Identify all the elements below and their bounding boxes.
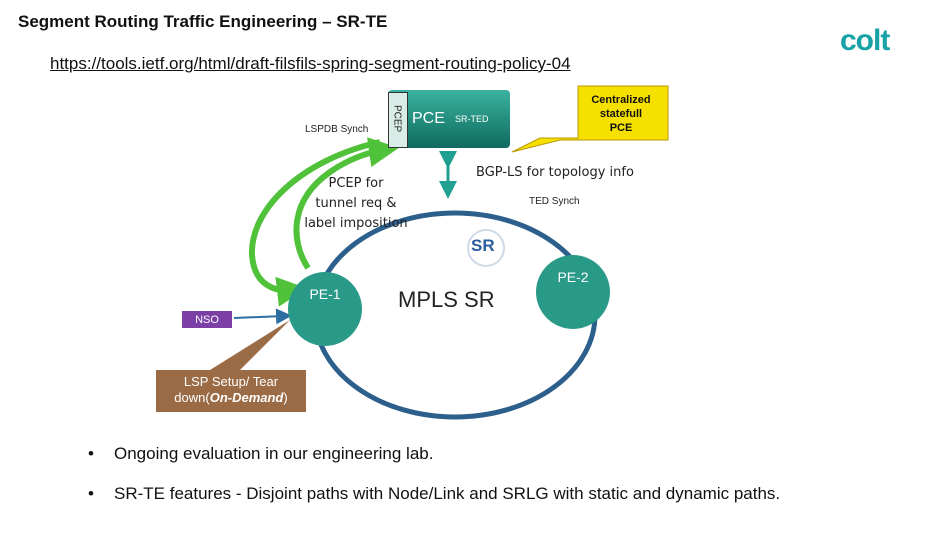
ted-synch-label: TED Synch — [529, 196, 580, 207]
nso-arrow — [233, 308, 292, 325]
pcep-strip — [388, 92, 408, 148]
slide-title: Segment Routing Traffic Engineering – SR… — [18, 12, 388, 31]
sr-logo: SR — [471, 236, 495, 255]
pce-callout-text: Centralized statefull PCE — [591, 94, 651, 134]
pce-box — [388, 90, 510, 148]
pe2-node: PE-2 — [536, 255, 610, 329]
bgp-ls-label: BGP-LS for topology info — [476, 165, 634, 180]
pe1-node: PE-1 — [288, 272, 362, 346]
bullet-item: •SR-TE features - Disjoint paths with No… — [88, 484, 781, 503]
pe2-label: PE-2 — [557, 269, 589, 285]
colt-logo: colt — [840, 24, 890, 57]
srted-label: SR-TED — [455, 114, 489, 124]
pcep-arc — [248, 139, 381, 307]
nso-box: NSO — [182, 311, 232, 328]
mpls-sr-label: MPLS SR — [398, 287, 495, 312]
pcep-label: PCEP — [391, 105, 403, 133]
pcep-request-label: PCEP for tunnel req & label imposition — [304, 176, 408, 231]
lsp-callout-shape — [156, 320, 306, 412]
pce-callout-shape — [511, 85, 669, 153]
lspdb-synch-label: LSPDB Synch — [305, 124, 369, 135]
pcep-return-arc — [293, 137, 399, 270]
draft-link[interactable]: https://tools.ietf.org/html/draft-filsfi… — [50, 54, 571, 73]
bullet-item: •Ongoing evaluation in our engineering l… — [88, 444, 434, 463]
sr-logo-circle — [467, 229, 505, 267]
pe1-label: PE-1 — [309, 286, 341, 302]
pce-label: PCE — [412, 110, 445, 127]
lsp-setup-text: LSP Setup/ Tear down(On-Demand) — [174, 374, 288, 405]
